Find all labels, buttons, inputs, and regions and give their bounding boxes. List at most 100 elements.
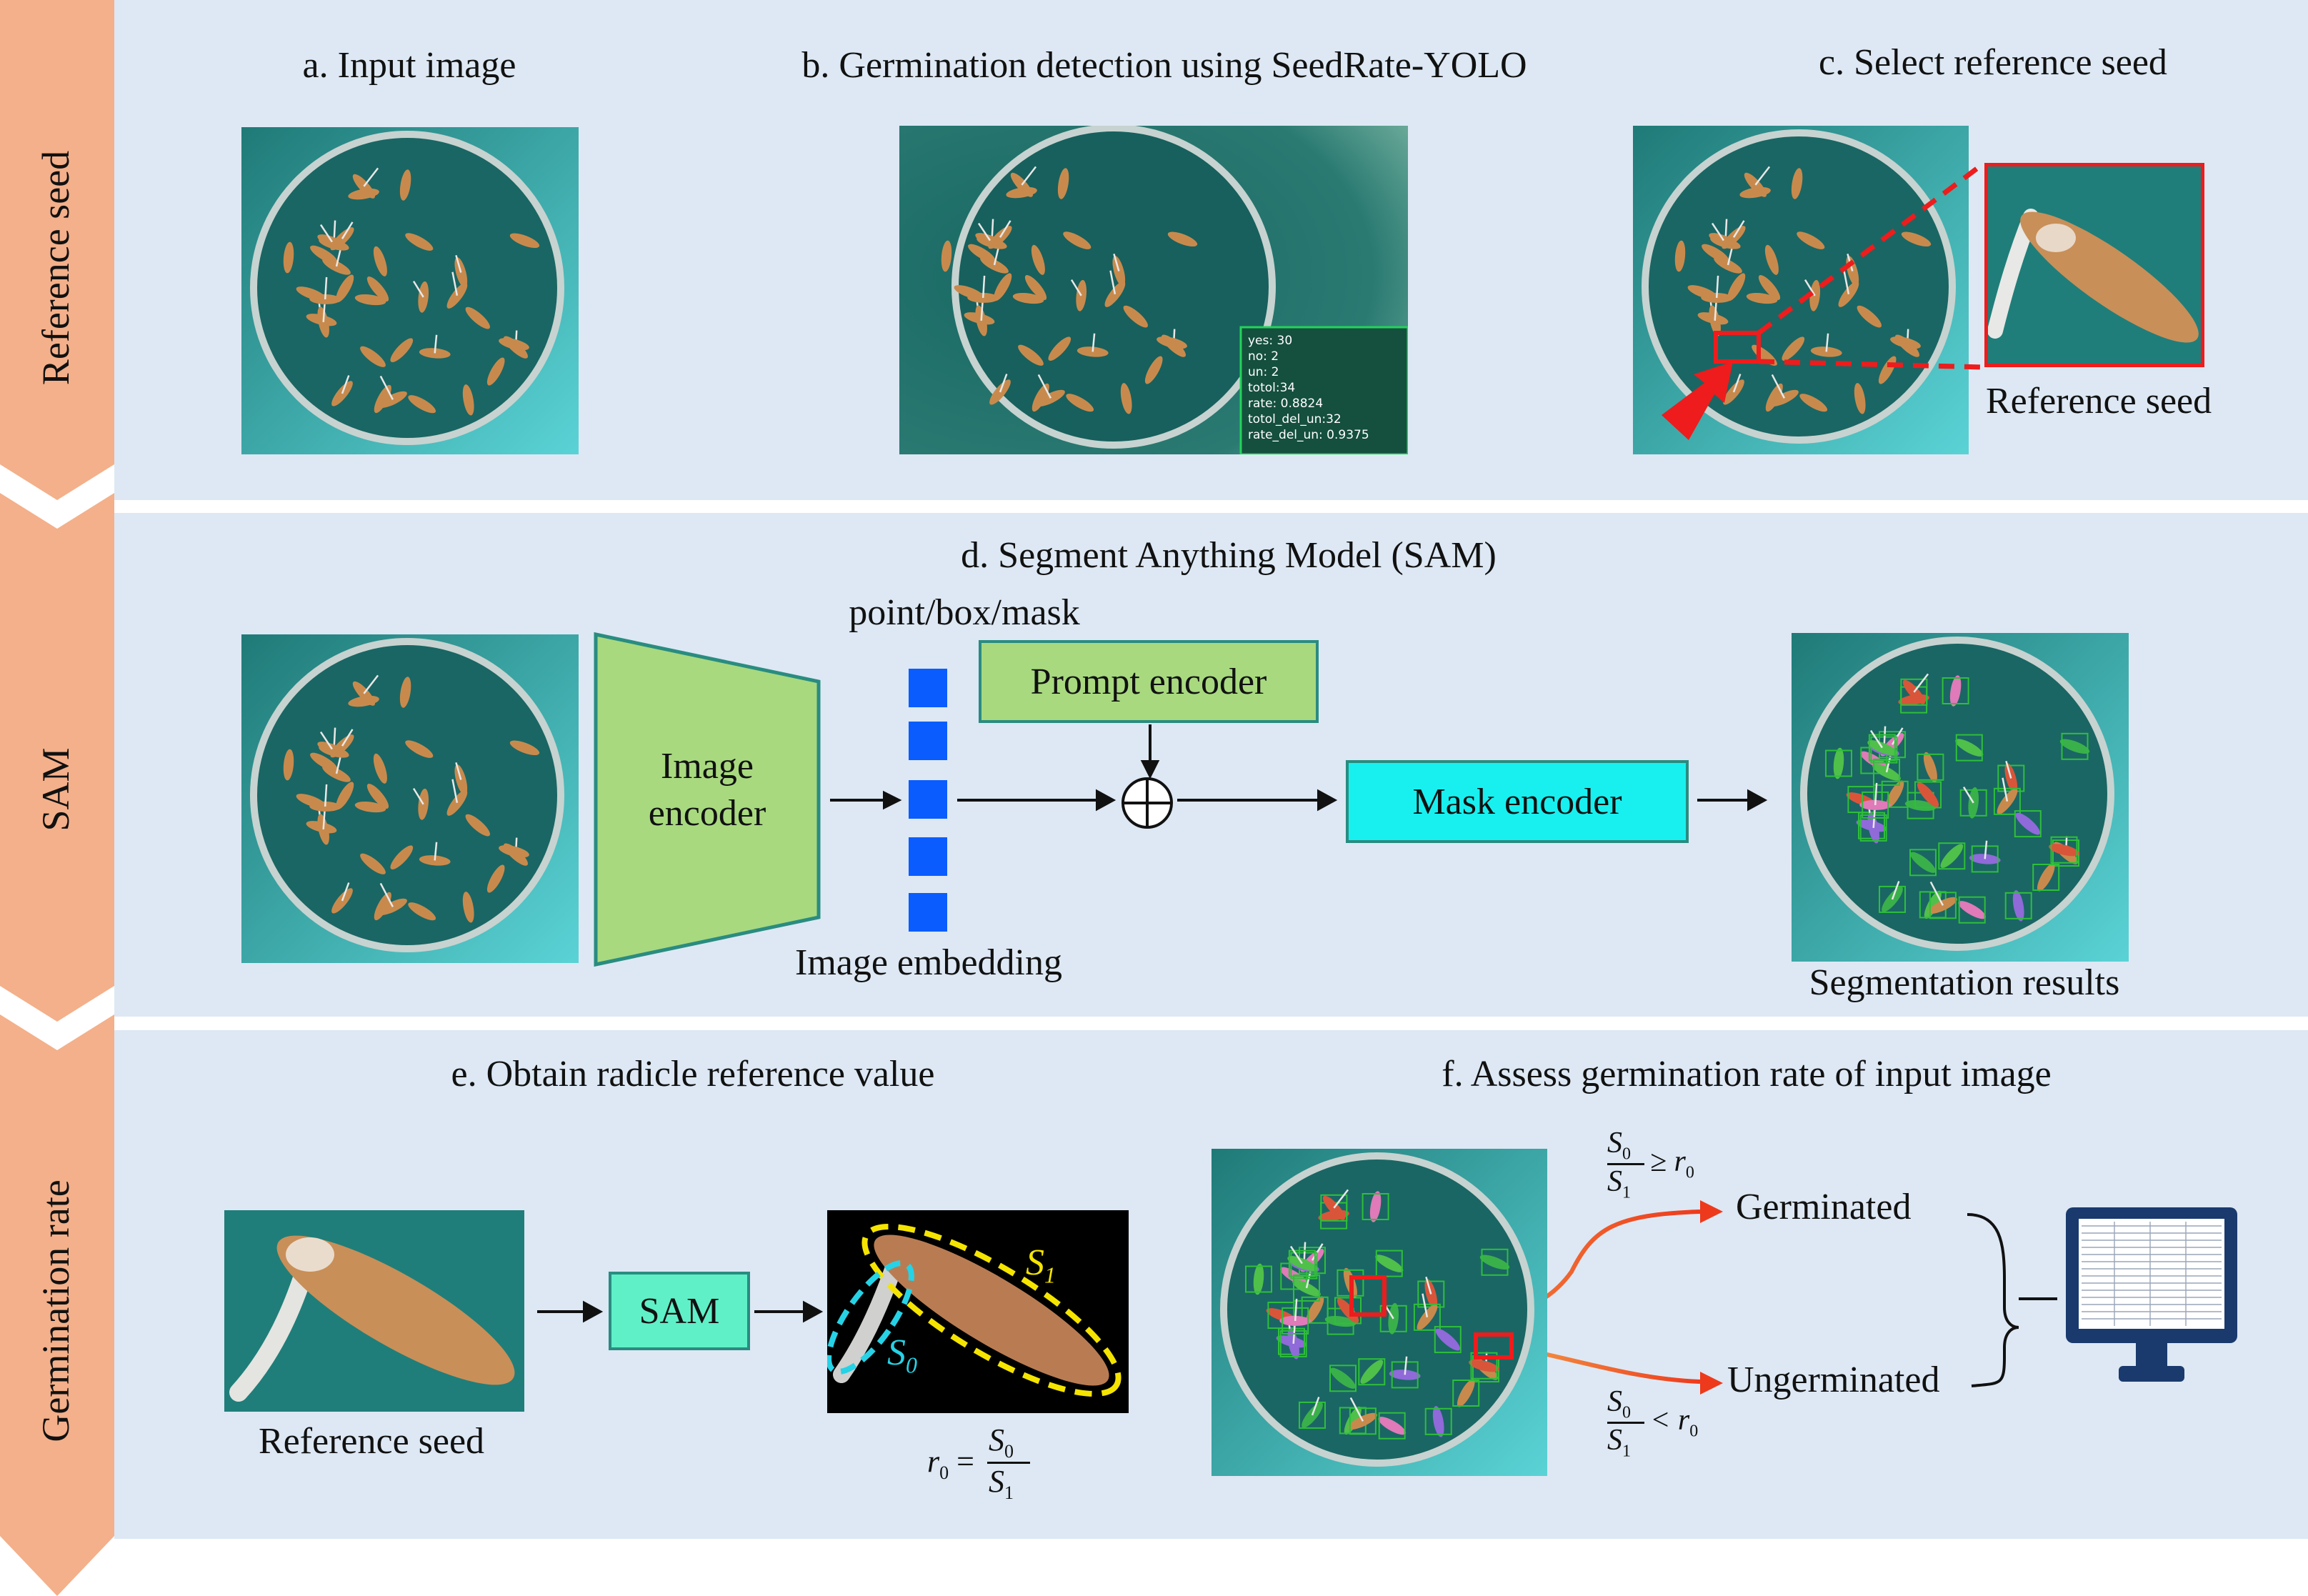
seed — [1031, 244, 1045, 275]
seed — [1940, 844, 1964, 868]
seed-box — [1900, 678, 1928, 706]
sam-input-image — [241, 634, 579, 963]
radicle — [412, 787, 424, 805]
title-germination-detection: b. Germination detection using SeedRate-… — [801, 45, 1527, 86]
seed — [1810, 346, 1842, 357]
seed-box — [1434, 1326, 1462, 1354]
seed-box — [1993, 787, 2021, 815]
radicle — [1869, 729, 1883, 749]
radicle — [455, 254, 462, 273]
condition-germinated: S0 S1 ≥ r0 — [1607, 1127, 1694, 1202]
seed — [1360, 1360, 1384, 1384]
seed — [378, 391, 407, 408]
seed — [366, 784, 389, 809]
seed — [465, 814, 491, 837]
segmentation-results-label: Segmentation results — [1809, 962, 2120, 1003]
radicle — [1929, 881, 1944, 906]
seed-box — [2014, 810, 2042, 838]
condition-ungerminated: S0 S1 < r0 — [1607, 1385, 1699, 1461]
seed — [374, 384, 391, 414]
s0-label: S0 — [887, 1332, 917, 1378]
stat-no: no: 2 — [1248, 349, 1279, 364]
seed-box — [1873, 758, 1900, 786]
seed — [390, 338, 414, 362]
seed — [378, 898, 407, 915]
radicle — [1874, 782, 1878, 805]
seed — [465, 306, 491, 329]
seed-box — [1329, 1365, 1357, 1392]
radicle — [1349, 1397, 1364, 1422]
radicle — [335, 248, 342, 267]
seed-box — [1917, 753, 1944, 781]
seed — [1479, 1255, 1510, 1270]
seed — [2049, 844, 2079, 857]
radicle — [2005, 760, 2012, 779]
radicle — [322, 810, 326, 829]
radicle — [341, 375, 350, 394]
radicle — [324, 276, 328, 299]
seed — [941, 240, 952, 272]
radicle — [1425, 1276, 1432, 1295]
seed — [390, 845, 414, 869]
seed — [1253, 1263, 1264, 1295]
radicle — [1311, 1243, 1324, 1261]
seed — [1369, 1191, 1382, 1222]
seed — [1469, 1360, 1499, 1372]
seed — [399, 169, 411, 201]
stage-arrow-sam — [0, 493, 114, 1022]
germinated-label: Germinated — [1736, 1187, 1912, 1227]
seed — [1322, 1195, 1346, 1220]
seed-box — [1909, 849, 1937, 877]
radicle — [1289, 1245, 1303, 1265]
seed — [1012, 293, 1044, 304]
seed — [1167, 231, 1198, 247]
radicle-mask-image: S1 S0 — [827, 1210, 1129, 1413]
seed — [399, 677, 411, 708]
radicle — [1732, 220, 1745, 238]
seed — [1867, 812, 1879, 844]
seed — [283, 749, 294, 781]
seed-box — [2061, 732, 2089, 760]
radicle — [1091, 333, 1096, 352]
prompt-encoder-box: Prompt encoder — [979, 640, 1319, 723]
radicle — [1727, 246, 1734, 266]
seed — [1388, 1302, 1399, 1335]
big-red-arrow-icon — [1662, 361, 1733, 440]
seed — [1031, 383, 1049, 412]
ungerminated-label: Ungerminated — [1727, 1360, 1940, 1400]
seed — [1279, 1315, 1312, 1326]
stage-arrow-reference — [0, 0, 114, 500]
seed — [360, 853, 386, 874]
seed — [2059, 739, 2090, 754]
seed — [1833, 747, 1844, 779]
title-select-reference: c. Select reference seed — [1819, 42, 2167, 83]
seed — [1057, 168, 1069, 199]
seed — [331, 888, 353, 914]
radicle — [1714, 301, 1717, 321]
seed — [405, 233, 434, 251]
segmentation-results-image — [1792, 633, 2129, 962]
radicle — [1021, 166, 1037, 186]
seed-box — [1424, 1407, 1452, 1435]
radicle — [981, 275, 986, 298]
radicle — [1891, 881, 1900, 900]
seed-box — [1868, 734, 1896, 762]
seed — [1886, 780, 1904, 809]
seed — [2015, 812, 2041, 835]
radicle — [1070, 279, 1082, 296]
seed — [1123, 305, 1149, 328]
image-encoder-line1: Image — [661, 746, 754, 787]
seed — [373, 246, 387, 276]
radicle — [341, 882, 350, 902]
reference-seed-zoom — [1984, 163, 2204, 367]
seed-box — [1413, 1303, 1441, 1331]
seed-box — [1481, 1248, 1509, 1276]
radicle — [341, 729, 354, 747]
image-encoder-label: Image encoder — [614, 743, 800, 837]
radicle — [1109, 270, 1116, 295]
seed — [2037, 863, 2055, 892]
sam-box: SAM — [609, 1272, 750, 1350]
radicle — [1771, 374, 1786, 399]
seed — [1928, 897, 1957, 914]
seed — [1890, 336, 1921, 349]
